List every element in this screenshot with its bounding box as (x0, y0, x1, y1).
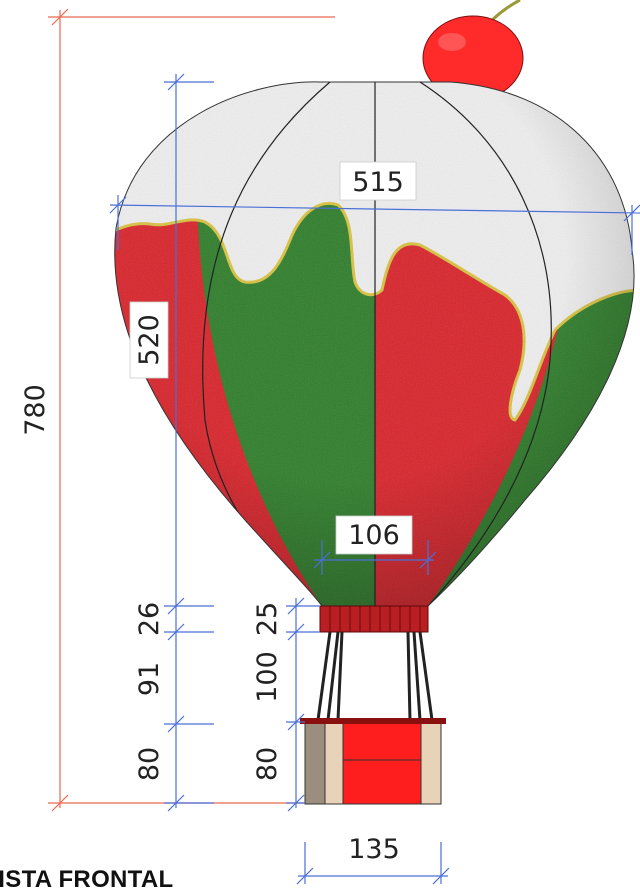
label-balloon-width: 515 (352, 167, 404, 198)
label-rope-height-right: 100 (252, 651, 283, 703)
label-balloon-height: 520 (134, 314, 165, 366)
dimension-balloon-width (109, 195, 640, 255)
label-neck-height-left: 26 (134, 602, 165, 636)
label-basket-height-left: 80 (134, 747, 165, 781)
basket (300, 718, 446, 805)
dimension-basket-width (296, 842, 450, 885)
neck-ring (319, 605, 429, 633)
dimension-neck-width (313, 540, 437, 575)
view-caption: VISTA FRONTAL (0, 866, 174, 893)
label-neck-width: 106 (348, 520, 400, 551)
label-rope-height-left: 91 (134, 662, 165, 696)
dimension-right-chain (286, 597, 320, 812)
label-basket-width: 135 (348, 834, 400, 865)
cherry (422, 0, 524, 101)
label-total-height: 780 (20, 384, 51, 436)
label-basket-height-right: 80 (252, 747, 283, 781)
dimension-left-chain (164, 73, 214, 812)
basket-ropes (316, 631, 434, 721)
label-neck-height-right: 25 (252, 602, 283, 636)
